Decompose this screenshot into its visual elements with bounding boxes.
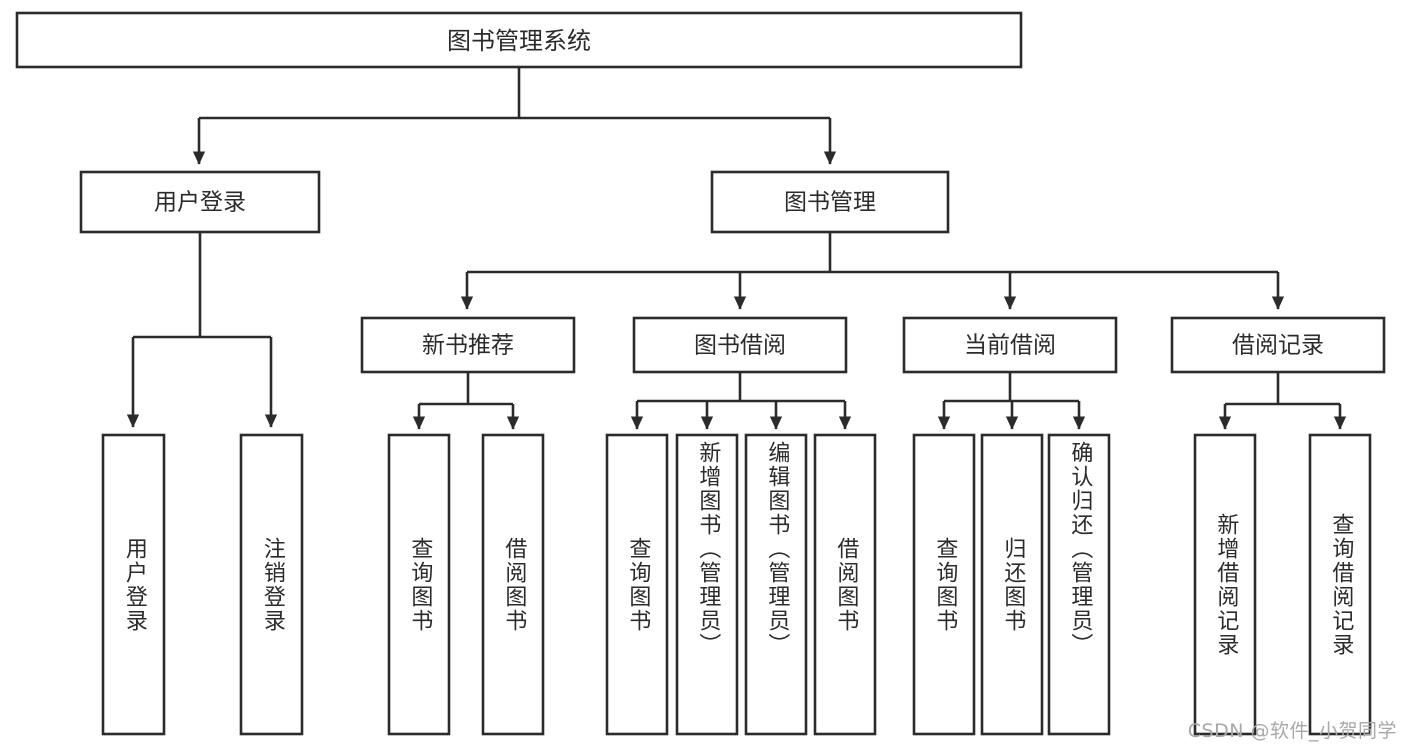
node-book-manage[interactable]: 图书管理 xyxy=(710,170,950,234)
node-book-manage-box[interactable] xyxy=(710,170,950,234)
node-records-box[interactable] xyxy=(1170,316,1386,374)
leaf-box-rc-0[interactable] xyxy=(1193,433,1257,736)
connector-user-login-children xyxy=(126,232,278,428)
leaf-box-bw-2[interactable] xyxy=(744,433,808,736)
node-new-book-label: 新书推荐 xyxy=(422,333,514,359)
leaf-box-bw-0[interactable] xyxy=(605,433,669,736)
leaf-box-nb-0[interactable] xyxy=(387,433,451,736)
node-root-label: 图书管理系统 xyxy=(447,27,591,55)
node-user-login[interactable]: 用户登录 xyxy=(79,170,321,234)
leaf-box-cu-0[interactable] xyxy=(912,433,976,736)
node-current[interactable]: 当前借阅 xyxy=(902,316,1118,374)
connector-book-manage-children xyxy=(460,232,1285,310)
connector-current-children xyxy=(937,372,1086,430)
connector-new-book-children xyxy=(412,372,520,430)
leaf-box-nb-1[interactable] xyxy=(481,433,545,736)
leaf-box-bw-3[interactable] xyxy=(813,433,877,736)
node-new-book-box[interactable] xyxy=(360,316,576,374)
node-records[interactable]: 借阅记录 xyxy=(1170,316,1386,374)
node-book-manage-label: 图书管理 xyxy=(784,190,876,216)
node-current-box[interactable] xyxy=(902,316,1118,374)
node-new-book[interactable]: 新书推荐 xyxy=(360,316,576,374)
connector-borrow-children xyxy=(630,372,852,430)
node-records-label: 借阅记录 xyxy=(1232,333,1324,359)
connector-root-to-level2 xyxy=(192,67,837,165)
leaf-box-ul-1[interactable] xyxy=(239,433,304,736)
node-root-box[interactable] xyxy=(15,11,1023,69)
leaf-box-cu-2[interactable] xyxy=(1047,433,1111,736)
leaf-box-bw-1[interactable] xyxy=(675,433,739,736)
node-root[interactable]: 图书管理系统 xyxy=(15,11,1023,69)
node-current-label: 当前借阅 xyxy=(964,333,1056,359)
csdn-watermark: CSDN @软件_小贺同学 xyxy=(1187,720,1397,742)
node-borrow-box[interactable] xyxy=(632,316,848,374)
node-borrow-label: 图书借阅 xyxy=(694,333,786,359)
leaf-box-ul-0[interactable] xyxy=(101,433,166,736)
leaf-box-rc-1[interactable] xyxy=(1308,433,1372,736)
node-borrow[interactable]: 图书借阅 xyxy=(632,316,848,374)
node-user-login-label: 用户登录 xyxy=(154,190,246,216)
leaf-box-cu-1[interactable] xyxy=(980,433,1044,736)
connector-records-children xyxy=(1218,372,1347,430)
leaf-boxes xyxy=(101,433,1372,736)
